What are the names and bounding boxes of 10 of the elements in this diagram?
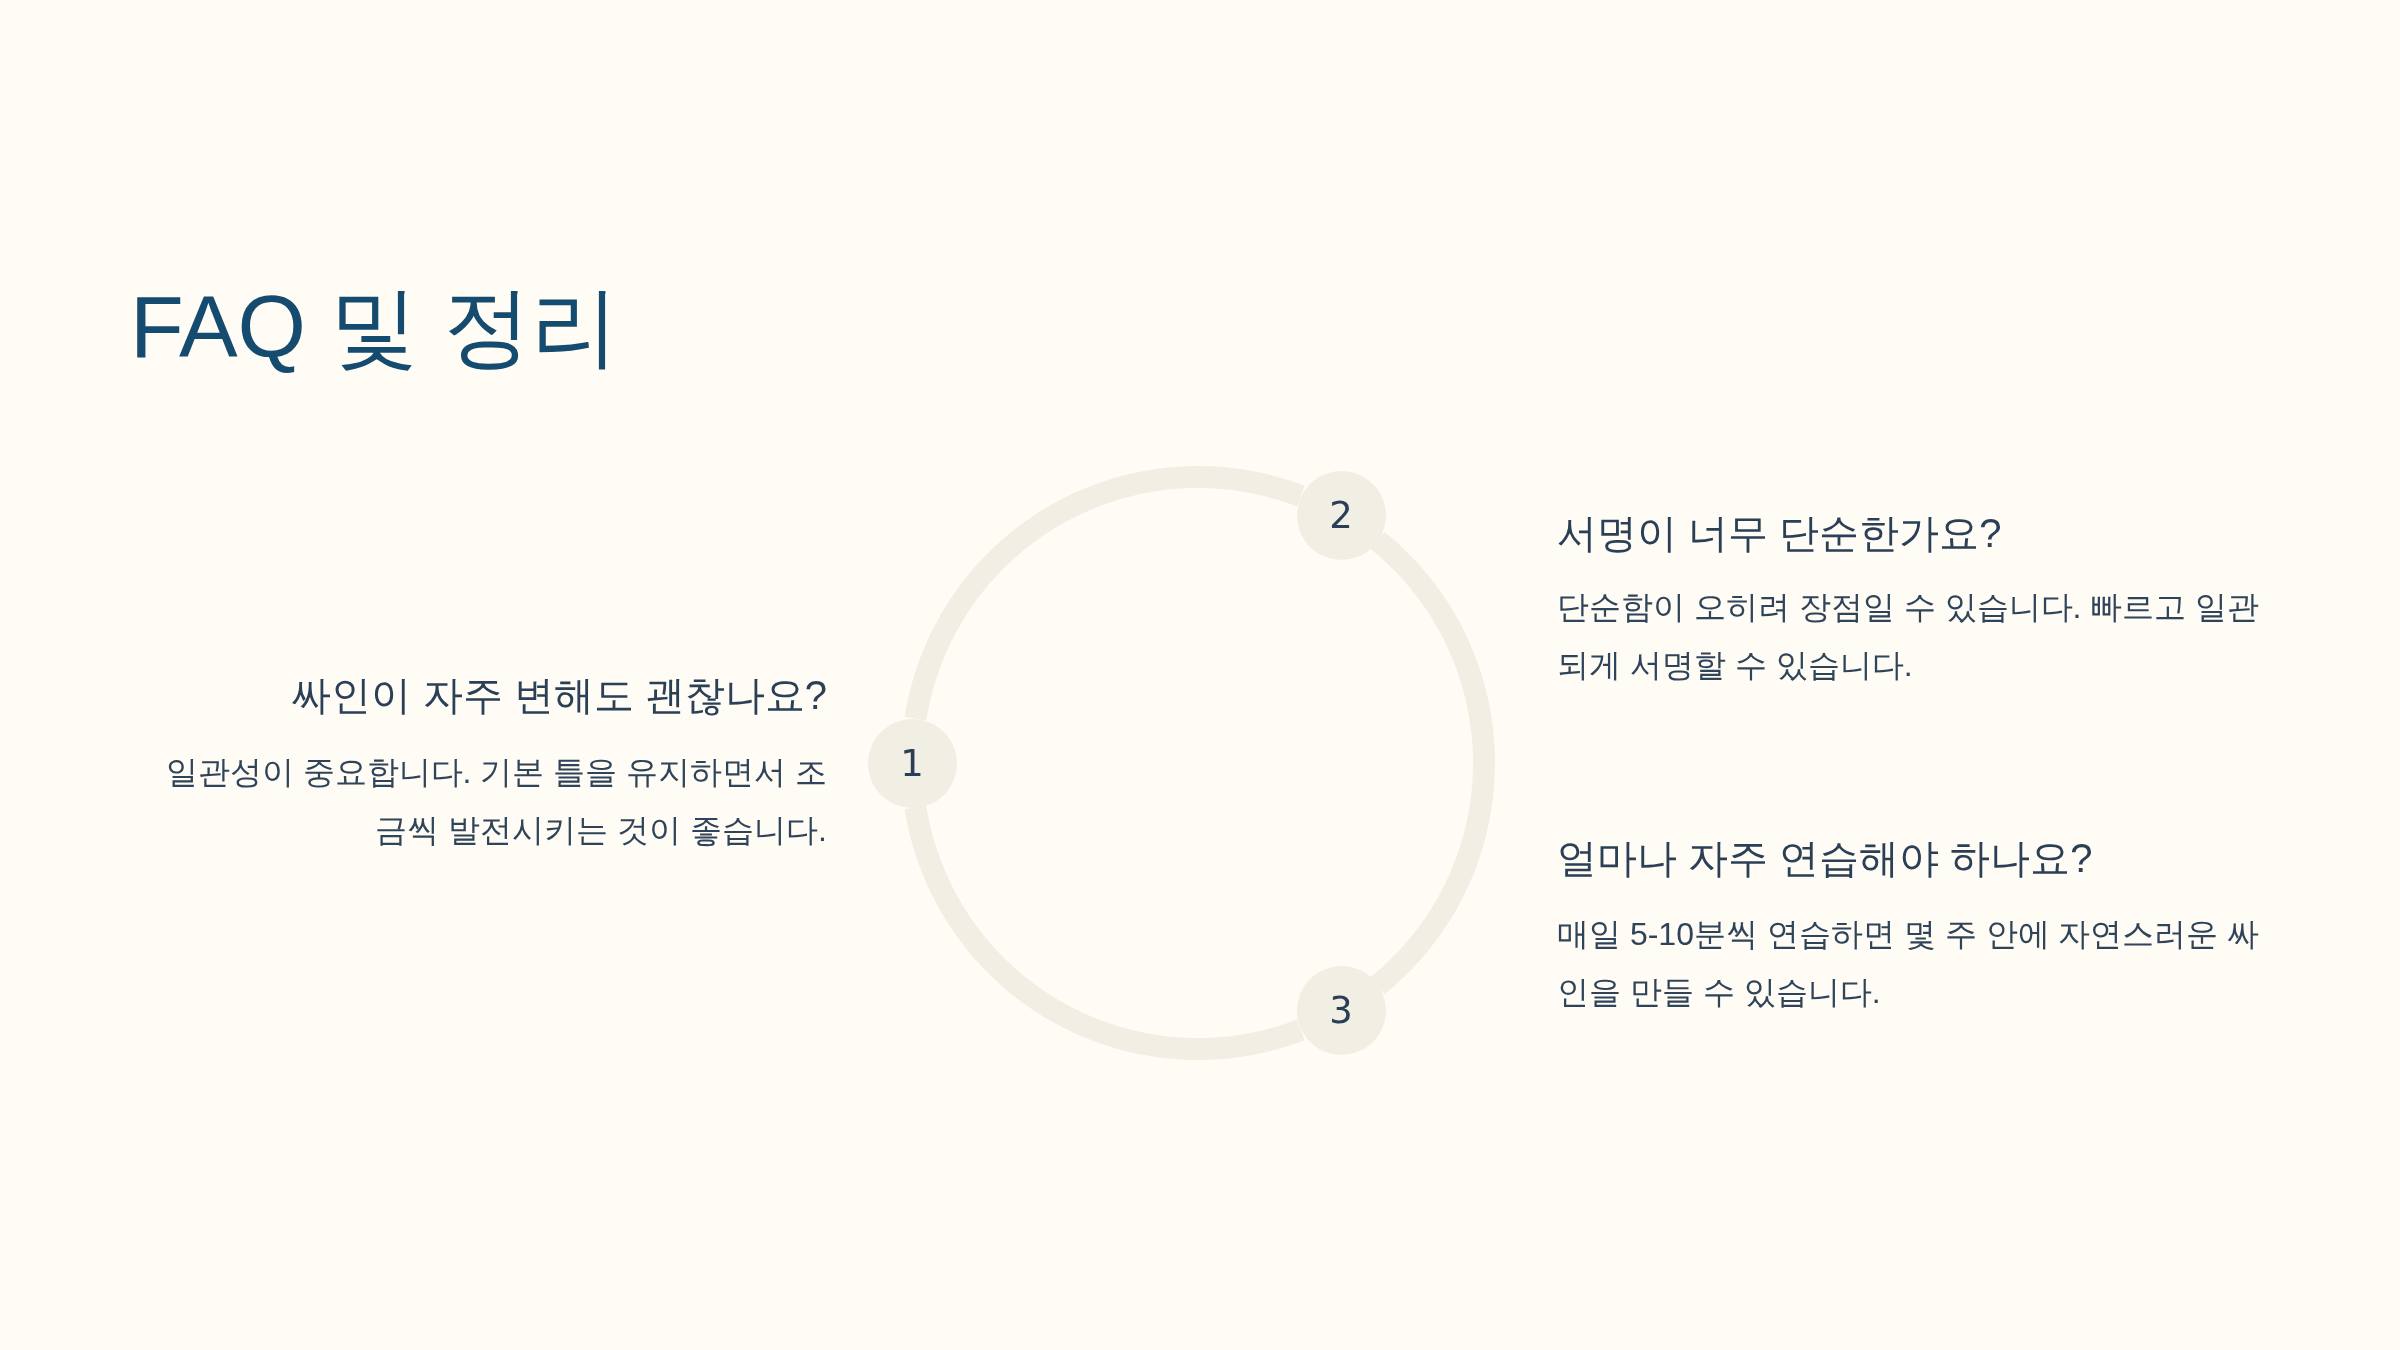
answer-text: 매일 5-10분씩 연습하면 몇 주 안에 자연스러운 싸인을 만들 수 있습니다. [1557,915,2261,1012]
question-heading: 얼마나 자주 연습해야 하나요? [1557,835,2094,882]
question-heading: 서명이 너무 단순한가요? [1557,510,2003,557]
step-number: 2 [1329,496,1353,534]
step-number: 3 [1329,992,1353,1030]
title: FAQ 및 정리 [130,276,619,378]
answer-text: 단순함이 오히려 장점일 수 있습니다. 빠르고 일관되게 서명할 수 있습니다. [1557,588,2261,685]
answer-text: 일관성이 중요합니다. 기본 틀을 유지하면서 조금씩 발전시키는 것이 좋습니다. [164,753,827,850]
step-number: 1 [900,744,924,782]
question-heading: 싸인이 자주 변해도 괜찮나요? [290,672,827,719]
